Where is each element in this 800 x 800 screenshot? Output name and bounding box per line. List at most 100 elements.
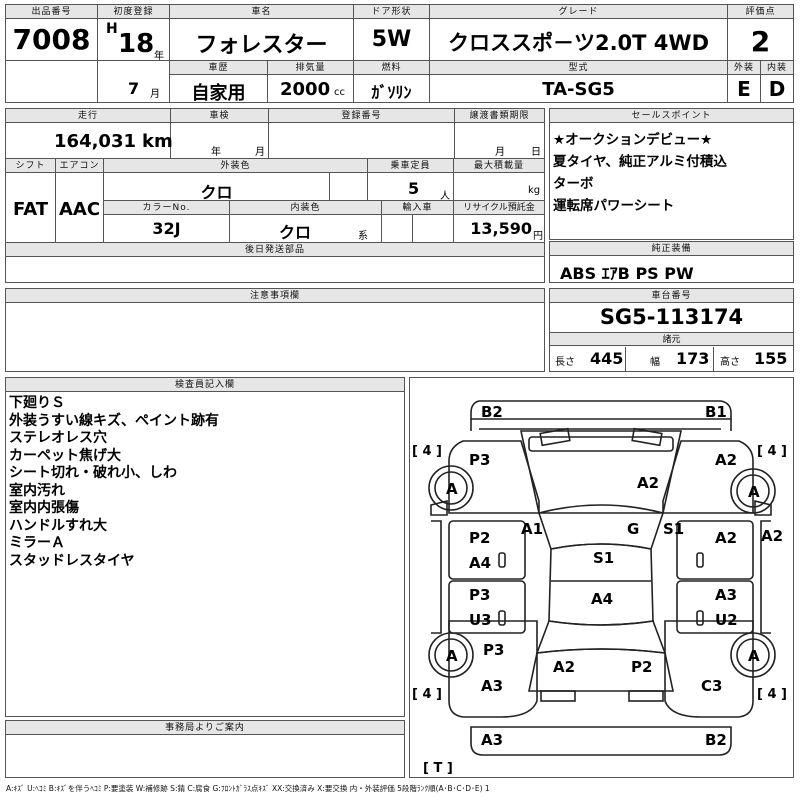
windshield-shape (537, 504, 665, 550)
damage-mark: A2 (715, 451, 737, 469)
damage-mark: A1 (521, 520, 543, 538)
inspector-note: ステレオレス穴 (9, 430, 107, 446)
color-no-label: カラーNo. (104, 201, 229, 215)
front-right-door-shape (676, 520, 754, 580)
vehicle-header-table: 出品番号 7008 初度登録 H 18 年 7 月 車名 フォレスター ドア形状… (5, 4, 794, 104)
inspector-note: カーペット焦げ大 (9, 447, 121, 464)
inspector-note: ハンドルすれ大 (9, 517, 107, 534)
damage-mark: P2 (469, 529, 490, 547)
damage-mark: A2 (553, 658, 575, 676)
displacement: 2000 (280, 79, 331, 100)
chassis-box: 車台番号 SG5-113174 諸元 長さ 445 幅 173 高さ 155 (549, 288, 794, 372)
height: 155 (754, 349, 788, 368)
damage-diagram-box: B2 B1 P3 A2 A2 A1 G S1 A2 P2 A4 S1 A2 A4… (409, 377, 794, 778)
damage-mark: B2 (481, 403, 503, 421)
genuine-equipment-box: 純正装備 ABS ｴｱB PS PW (549, 241, 794, 283)
lot-number-label: 出品番号 (6, 5, 97, 19)
legend-text: A:ｷｽﾞ U:ﾍｺﾐ B:ｷｽﾞを伴うﾍｺﾐ P:要塗装 W:補修跡 S:錆 … (6, 784, 490, 793)
kg-unit: kg (528, 185, 541, 196)
interior-color: クロ (278, 223, 311, 242)
import-label: 輸入車 (382, 201, 453, 215)
shift: FAT (12, 199, 49, 220)
interior-label: 内装 (761, 61, 793, 75)
front-bumper-shape (470, 400, 732, 420)
series-unit: 系 (358, 231, 368, 242)
inspection-month-unit: 月 (255, 147, 265, 158)
sales-points-box: セールスポイント ★オークションデビュー★ 夏タイヤ、純正アルミ付積込 ターボ … (549, 108, 794, 240)
vehicle-info-table: 走行 164,031 km 車検 年 月 登録番号 譲渡書類期限 月 日 シフト… (5, 108, 545, 283)
exterior-grade: E (737, 77, 751, 101)
km-unit: km (142, 131, 173, 152)
registration-year: 18 (118, 29, 155, 59)
grade-label: グレード (430, 5, 727, 19)
sales-point-item: ★オークションデビュー★ (553, 132, 713, 148)
damage-mark: A3 (715, 586, 737, 604)
damage-mark: A3 (481, 677, 503, 695)
inspector-note: 室内汚れ (9, 482, 65, 499)
inspector-note: 下廻りＳ (9, 395, 65, 411)
genuine-equipment-label: 純正装備 (550, 242, 793, 256)
notes-box: 注意事項欄 (5, 288, 545, 372)
max-load-label: 最大積載量 (454, 159, 544, 173)
tire-depth-rear-left: [ 4 ] (412, 687, 442, 702)
spec-label: 諸元 (550, 332, 793, 346)
year-suffix: 年 (154, 51, 164, 62)
history: 自家用 (191, 83, 246, 104)
sales-point-item: ターボ (553, 176, 594, 192)
exterior-label: 外装 (728, 61, 760, 75)
damage-mark: S1 (663, 520, 684, 538)
tire-rear-left-shape (428, 632, 474, 678)
cc-unit: cc (334, 87, 345, 98)
inspector-notes-label: 検査員記入欄 (6, 378, 404, 392)
color-no: 32J (152, 219, 181, 238)
office-notice-label: 事務局よりご案内 (6, 721, 404, 735)
score-label: 評価点 (728, 5, 793, 19)
tire-depth-front-left: [ 4 ] (412, 444, 442, 459)
chassis-number: SG5-113174 (599, 305, 744, 329)
damage-mark: P3 (483, 641, 504, 659)
grade: クロススポ－ツ2.0T 4WD (447, 31, 710, 55)
length-label: 長さ (555, 357, 575, 368)
damage-mark: B2 (705, 731, 727, 749)
transfer-deadline-label: 譲渡書類期限 (455, 109, 544, 123)
rear-left-fender-shape (448, 620, 538, 718)
transfer-month-unit: 月 (495, 147, 505, 158)
car-name: フォレスター (195, 33, 328, 58)
tire-front-left-shape (428, 465, 474, 511)
damage-mark: P2 (631, 658, 652, 676)
door-type: 5W (371, 27, 412, 52)
damage-mark: A2 (715, 529, 737, 547)
damage-mark: U2 (715, 611, 738, 629)
rear-right-fender-shape (664, 620, 754, 718)
displacement-label: 排気量 (268, 61, 353, 75)
lot-number: 7008 (12, 23, 91, 56)
tire-depth-front-right: [ 4 ] (757, 444, 787, 459)
exterior-color-label: 外装色 (104, 159, 367, 173)
inspector-notes-box: 検査員記入欄 下廻りＳ 外装うすい線キズ、ペイント跡有 ステレオレス穴 カーペッ… (5, 377, 405, 717)
registration-number-label: 登録番号 (269, 109, 454, 123)
person-unit: 人 (440, 191, 450, 202)
damage-mark: A3 (481, 731, 503, 749)
recycle-label: リサイクル預託金 (454, 201, 544, 215)
recycle-deposit: 13,590 (470, 219, 532, 238)
aircon-label: エアコン (56, 159, 103, 173)
tire-depth-spare: [ T ] (423, 761, 453, 776)
sales-point-item: 夏タイヤ、純正アルミ付積込 (553, 154, 727, 170)
inspector-note: シート切れ・破れ小、しわ (9, 465, 177, 481)
transfer-day-unit: 日 (531, 147, 541, 158)
later-parts-label: 後日発送部品 (6, 243, 544, 257)
yen-unit: 円 (533, 231, 543, 242)
rear-right-door-shape (676, 580, 754, 634)
rear-bumper-shape (470, 726, 732, 756)
model-code-label: 型式 (430, 61, 727, 75)
front-right-fender-shape (662, 440, 754, 514)
era: H (106, 21, 118, 37)
mileage-label: 走行 (6, 109, 170, 123)
mileage: 164,031 (54, 131, 136, 152)
front-left-door-shape (448, 520, 526, 580)
damage-mark: B1 (705, 403, 727, 421)
aircon: AAC (58, 199, 101, 220)
inspector-note: ミラーＡ (9, 535, 65, 551)
damage-mark: G (627, 520, 639, 538)
door-type-label: ドア形状 (354, 5, 429, 19)
